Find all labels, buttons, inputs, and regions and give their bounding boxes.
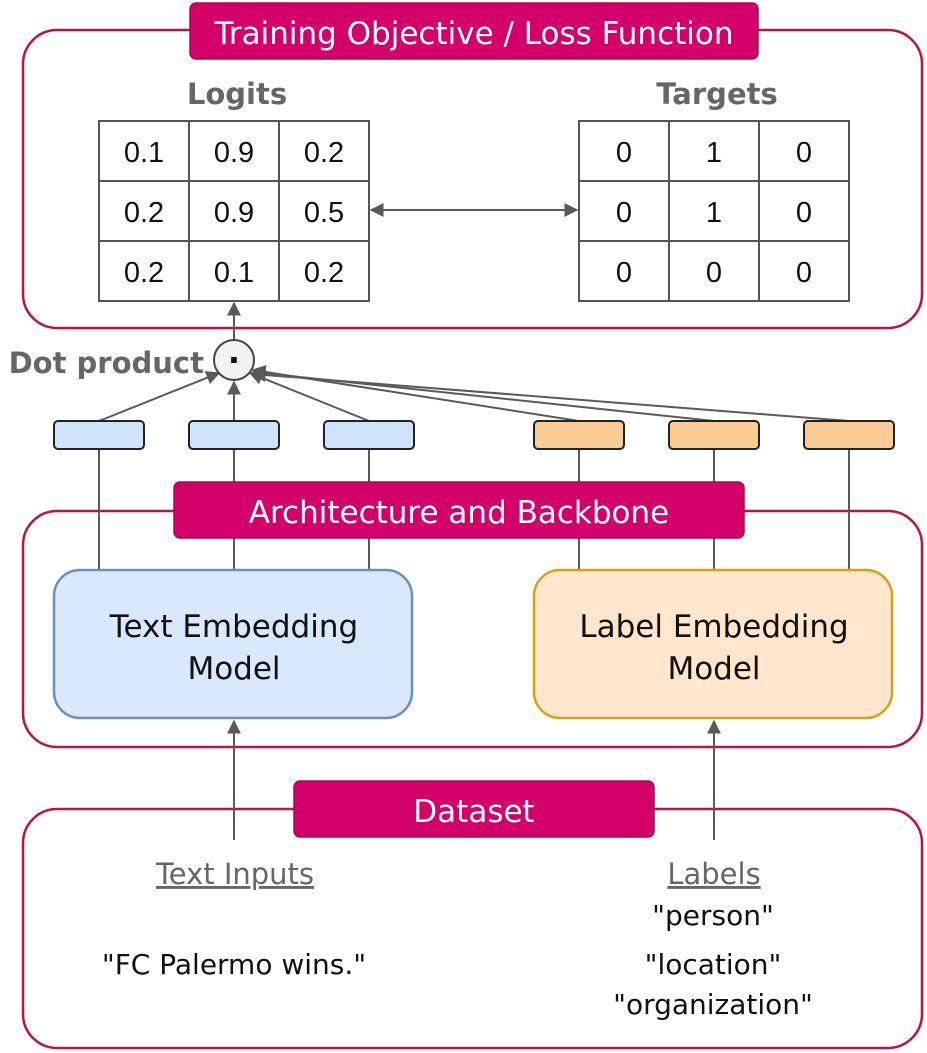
logits-value: 0.9 [214, 197, 254, 229]
text-model-title-line2: Model [187, 651, 280, 687]
targets-value: 1 [706, 197, 722, 229]
targets-cell [578, 120, 670, 182]
targets-matrix: 0 1 0 0 1 0 0 0 0 [578, 120, 850, 302]
label-item: "location" [645, 948, 782, 981]
targets-cell [668, 240, 760, 302]
targets-value: 0 [706, 257, 722, 289]
text-embedding-vector [323, 420, 415, 450]
logits-value: 0.1 [214, 257, 254, 289]
logits-value: 0.2 [124, 197, 164, 229]
targets-value: 0 [616, 197, 632, 229]
targets-cell [578, 180, 670, 242]
label-embeddings [533, 420, 895, 450]
label-item: "organization" [613, 988, 813, 1021]
targets-value: 1 [706, 137, 722, 169]
label-item: "person" [652, 899, 774, 932]
logits-cell [98, 120, 190, 182]
targets-value: 0 [616, 137, 632, 169]
dot-product-operator [213, 339, 255, 381]
logits-value: 0.2 [124, 257, 164, 289]
logits-value: 0.5 [304, 197, 344, 229]
text-embedding-vector [53, 420, 145, 450]
logits-matrix: 0.1 0.9 0.2 0.2 0.9 0.5 0.2 0.1 0.2 [98, 120, 370, 302]
text-embedding-vector [188, 420, 280, 450]
text-inputs-heading: Text Inputs [155, 857, 314, 891]
label-model-title-line1: Label Embedding [579, 609, 848, 645]
text-embedding-model [52, 568, 414, 720]
embedding-arrow [98, 371, 221, 422]
targets-value: 0 [796, 257, 812, 289]
targets-value: 0 [796, 137, 812, 169]
text-model-title-line1: Text Embedding [109, 609, 358, 645]
targets-cell [758, 240, 850, 302]
architecture-section-title: Architecture and Backbone [249, 495, 669, 531]
logits-cell [278, 120, 370, 182]
loss-section-title: Training Objective / Loss Function [213, 16, 733, 52]
logits-title: Logits [187, 77, 287, 111]
text-input-example: "FC Palermo wins." [102, 948, 366, 981]
targets-title: Targets [656, 77, 777, 111]
embedding-dot-lines [98, 365, 850, 422]
text-embeddings [53, 420, 415, 450]
embedding-arrow [248, 371, 370, 422]
dataset-section-title: Dataset [413, 794, 534, 830]
dataset-section-banner [293, 780, 655, 838]
logits-value: 0.2 [304, 137, 344, 169]
targets-cell [578, 240, 670, 302]
labels-heading: Labels [667, 857, 760, 891]
logits-value: 0.2 [304, 257, 344, 289]
dot-product-label: Dot product [9, 346, 205, 380]
targets-cell [668, 180, 760, 242]
targets-value: 0 [796, 197, 812, 229]
logits-cell [188, 120, 280, 182]
label-embedding-vector [668, 420, 760, 450]
logits-value: 0.9 [214, 137, 254, 169]
targets-cell [758, 120, 850, 182]
architecture-section-banner [173, 481, 745, 539]
dot-product-symbol: · [228, 341, 240, 379]
embedding-arrow [251, 368, 850, 422]
logits-cell [278, 240, 370, 302]
label-embedding-vector [803, 420, 895, 450]
targets-value: 0 [616, 257, 632, 289]
label-model-title-line2: Model [667, 651, 760, 687]
logits-cell [188, 240, 280, 302]
logits-value: 0.1 [124, 137, 164, 169]
label-embedding-model [532, 568, 894, 720]
loss-section-banner [189, 2, 759, 60]
label-embedding-vector [533, 420, 625, 450]
targets-cell [758, 180, 850, 242]
